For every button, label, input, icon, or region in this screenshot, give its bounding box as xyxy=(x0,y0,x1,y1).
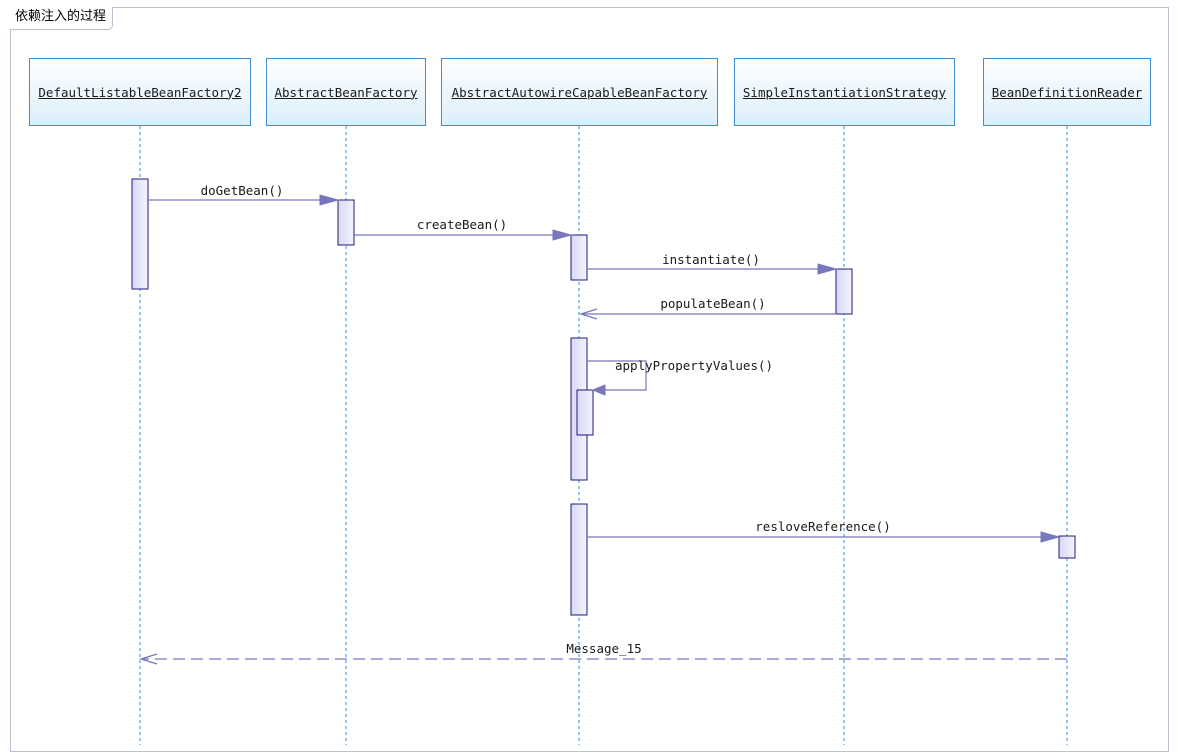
activation-bar xyxy=(1058,535,1076,559)
message-label-message-15: Message_15 xyxy=(566,641,641,656)
message-label-reslove-reference: resloveReference() xyxy=(755,519,890,534)
message-label-instantiate: instantiate() xyxy=(662,252,760,267)
message-line-apply-property-values xyxy=(587,360,647,391)
activation-bar xyxy=(570,503,588,616)
arrowhead-icon xyxy=(319,194,340,206)
message-label-create-bean: createBean() xyxy=(417,217,507,232)
participant-abstract-autowire-capable-bean-factory[interactable]: AbstractAutowireCapableBeanFactory xyxy=(441,58,718,126)
activation-bar xyxy=(131,178,149,290)
message-label-do-get-bean: doGetBean() xyxy=(201,183,284,198)
participant-default-listable-bean-factory[interactable]: DefaultListableBeanFactory2 xyxy=(29,58,251,126)
arrowhead-icon xyxy=(1040,531,1061,543)
message-label-apply-property-values: applyPropertyValues() xyxy=(615,358,773,373)
participant-abstract-bean-factory[interactable]: AbstractBeanFactory xyxy=(266,58,426,126)
arrowhead-icon xyxy=(552,229,573,241)
participant-bean-definition-reader[interactable]: BeanDefinitionReader xyxy=(983,58,1151,126)
activation-bar xyxy=(570,234,588,281)
open-arrowhead-icon xyxy=(578,308,598,320)
frame-title: 依赖注入的过程 xyxy=(10,7,114,30)
participant-simple-instantiation-strategy[interactable]: SimpleInstantiationStrategy xyxy=(734,58,955,126)
activation-bar-nested xyxy=(576,389,594,436)
arrowhead-icon xyxy=(817,263,838,275)
message-label-populate-bean: populateBean() xyxy=(660,296,765,311)
arrowhead-icon xyxy=(591,384,606,396)
activation-bar xyxy=(337,199,355,246)
open-arrowhead-icon xyxy=(138,653,158,665)
activation-bar xyxy=(835,268,853,315)
